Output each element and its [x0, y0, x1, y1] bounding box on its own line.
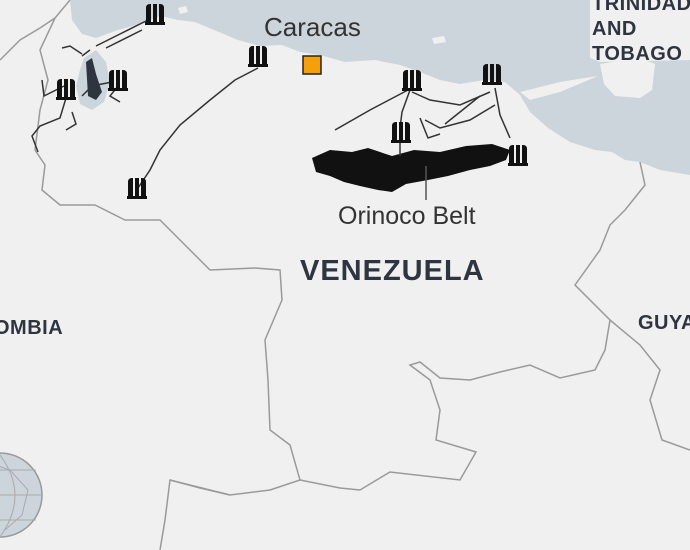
- border-colombia-venezuela: [34, 0, 301, 550]
- oil-refinery-icon: [127, 178, 147, 199]
- maracaibo-strait: [86, 58, 102, 100]
- border-guyana-brazil: [609, 319, 690, 451]
- border-colombia-coast: [0, 17, 56, 61]
- oil-refinery-icon: [508, 145, 528, 166]
- border-brazil-south: [169, 479, 231, 496]
- island: [178, 6, 188, 14]
- country-label-guyana: GUYA: [638, 312, 690, 334]
- oil-refinery-icon: [391, 122, 411, 143]
- oil-refinery-icon: [108, 70, 128, 91]
- globe-icon: [0, 452, 43, 538]
- trinidad-line-1: TRINIDAD: [592, 0, 690, 15]
- oil-refinery-icon: [56, 79, 76, 100]
- trinidad-line-3: TOBAGO: [592, 43, 683, 65]
- oil-refinery-icon: [482, 64, 502, 85]
- trinidad-line-2: AND: [592, 18, 637, 40]
- oil-region-label: Orinoco Belt: [338, 202, 476, 230]
- paria-peninsula: [520, 76, 598, 100]
- trinidad-island: [600, 58, 655, 98]
- oil-refinery-icon: [248, 46, 268, 67]
- orinoco-belt: [312, 144, 510, 192]
- country-label-trinidad: TRINIDAD AND TOBAGO: [592, 0, 690, 67]
- oil-refinery-icon: [145, 4, 165, 25]
- border-venezuela-guyana: [299, 161, 646, 491]
- oil-refinery-icon: [402, 70, 422, 91]
- capital-label: Caracas: [264, 12, 361, 42]
- caribbean-sea: [70, 0, 690, 175]
- country-label-colombia: OMBIA: [0, 317, 64, 339]
- capital-marker: [302, 55, 322, 75]
- island: [432, 36, 446, 44]
- country-label-venezuela: VENEZUELA: [300, 255, 485, 287]
